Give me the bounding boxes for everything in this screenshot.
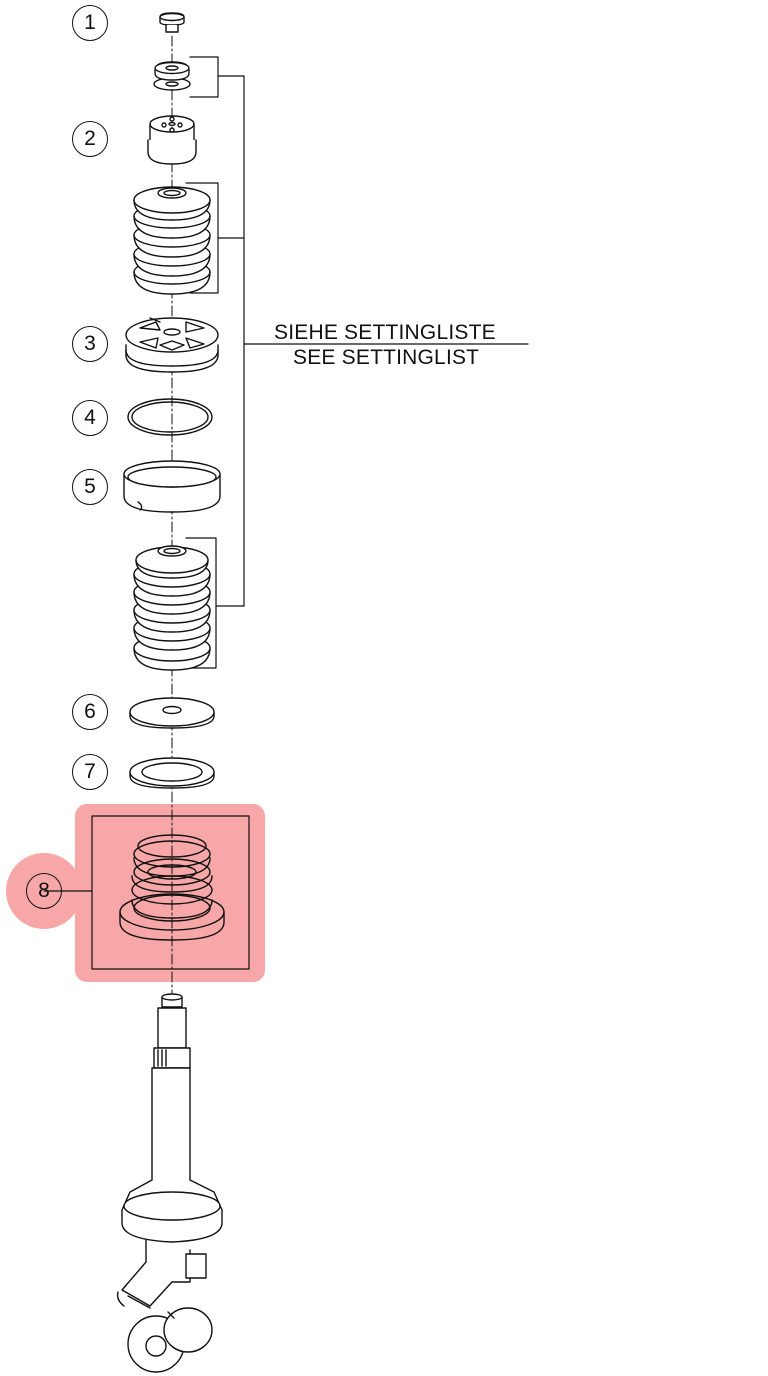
callout-5: 5 (72, 469, 108, 505)
callout-8: 8 (26, 873, 62, 909)
highlight-region-item-8 (75, 804, 265, 982)
callout-7: 7 (72, 754, 108, 790)
callout-2-label: 2 (84, 127, 96, 150)
top-washers (153, 61, 191, 91)
callout-6: 6 (72, 694, 108, 730)
callout-5-label: 5 (84, 475, 96, 498)
callout-8-label: 8 (38, 879, 50, 902)
part-6-washer (129, 697, 215, 729)
callout-6-label: 6 (84, 700, 96, 723)
callout-1: 1 (72, 5, 108, 41)
callout-2: 2 (72, 121, 108, 157)
part-1-screw (159, 12, 185, 33)
shock-absorber-body (116, 993, 223, 1373)
note-line-en: SEE SETTINGLIST (293, 346, 480, 369)
part-5-piston-band (123, 460, 221, 513)
part-4-o-ring (127, 398, 213, 436)
callout-4: 4 (72, 400, 108, 436)
settinglist-brackets (185, 56, 529, 669)
callout-3: 3 (72, 326, 108, 362)
note-line-de: SIEHE SETTINGLISTE (274, 321, 496, 344)
shim-stack-upper (133, 186, 211, 295)
shim-stack-lower (133, 545, 211, 671)
callout-3-label: 3 (84, 332, 96, 355)
part-7-washer (129, 757, 215, 789)
part-2-valve-body (147, 115, 197, 165)
callout-1-label: 1 (84, 11, 96, 34)
part-3-piston (125, 317, 219, 373)
callout-4-label: 4 (84, 406, 96, 429)
callout-7-label: 7 (84, 760, 96, 783)
part-8-spring-assembly (119, 834, 225, 941)
